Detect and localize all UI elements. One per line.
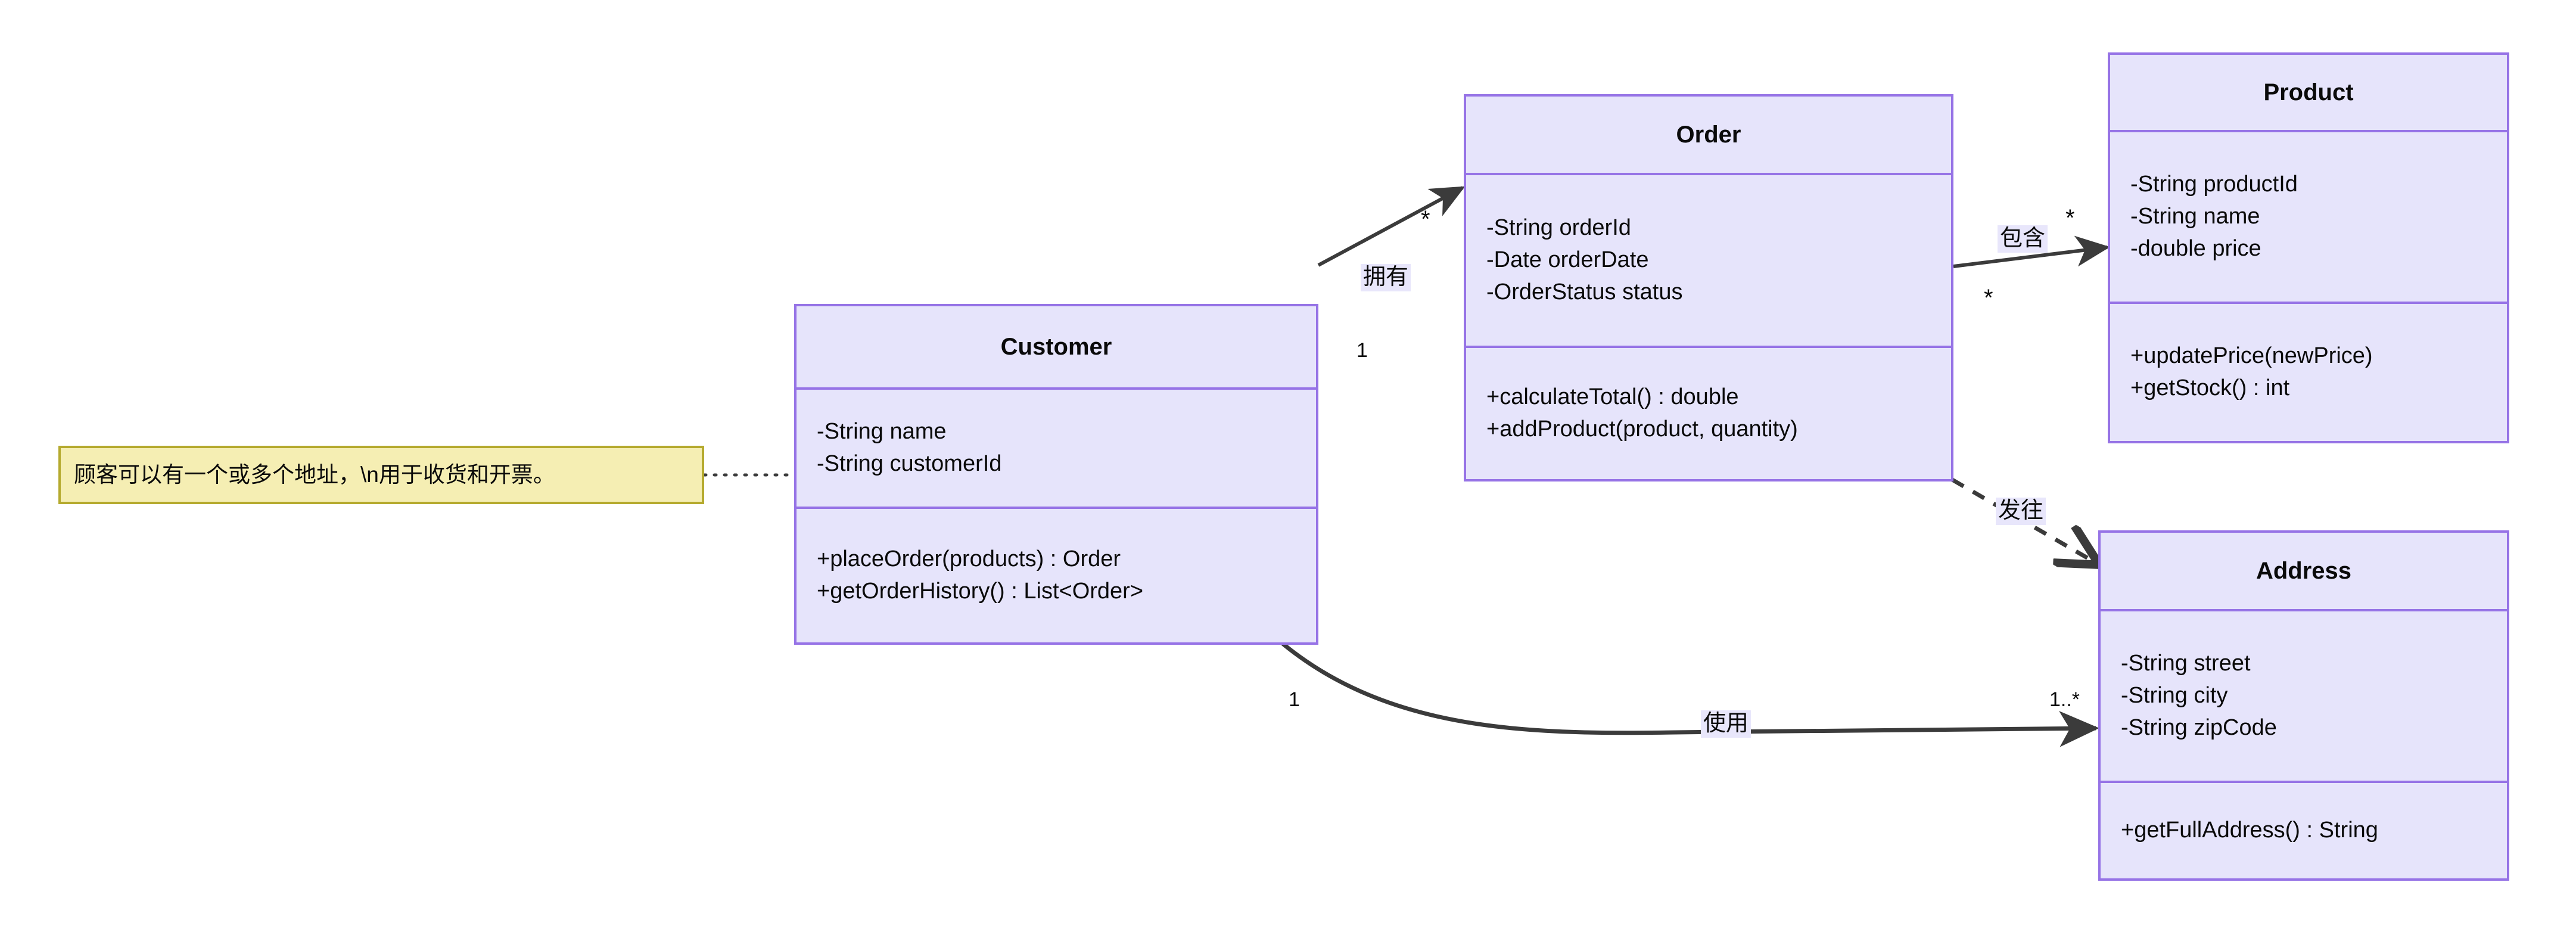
attribute: -String street (2121, 651, 2251, 676)
class-attributes-customer: -String name -String customerId (797, 390, 1316, 509)
attribute: -String productId (2130, 172, 2298, 197)
class-title-order: Order (1466, 97, 1951, 175)
attribute: -String name (2130, 204, 2260, 229)
attribute: -Date orderDate (1486, 247, 1649, 273)
note-customer-addresses[interactable]: 顾客可以有一个或多个地址，\n用于收货和开票。 (58, 446, 704, 504)
attribute: -String customerId (817, 451, 1002, 476)
note-text: 顾客可以有一个或多个地址，\n用于收货和开票。 (74, 462, 555, 487)
class-title-product: Product (2110, 55, 2507, 132)
multiplicity-customer-owns-order-target: * (1421, 206, 1430, 232)
method: +updatePrice(newPrice) (2130, 343, 2373, 369)
class-methods-product: +updatePrice(newPrice) +getStock() : int (2110, 304, 2507, 441)
edge-customer-uses-address (1281, 642, 2099, 747)
multiplicity-order-contains-product-source: * (1984, 285, 1993, 311)
class-title-customer: Customer (797, 306, 1316, 390)
multiplicity-customer-uses-address-target: 1..* (2049, 688, 2080, 711)
class-attributes-product: -String productId -String name -double p… (2110, 132, 2507, 304)
method: +getOrderHistory() : List<Order> (817, 579, 1144, 604)
class-box-customer[interactable]: Customer -String name -String customerId… (794, 304, 1318, 645)
method: +addProduct(product, quantity) (1486, 417, 1798, 442)
attribute: -String name (817, 419, 947, 445)
attribute: -String city (2121, 683, 2228, 709)
edge-order-contains-product (1953, 235, 2110, 268)
attribute: -String zipCode (2121, 714, 2277, 740)
class-methods-address: +getFullAddress() : String (2101, 783, 2507, 878)
multiplicity-order-contains-product-target: * (2065, 205, 2075, 231)
class-attributes-address: -String street -String city -String zipC… (2101, 611, 2507, 783)
multiplicity-customer-uses-address-source: 1 (1289, 688, 1300, 711)
edge-label-order-ships-to-address: 发往 (1996, 498, 2046, 525)
method: +getFullAddress() : String (2121, 818, 2378, 843)
method: +getStock() : int (2130, 375, 2290, 400)
class-box-order[interactable]: Order -String orderId -Date orderDate -O… (1464, 94, 1953, 481)
method: +placeOrder(products) : Order (817, 546, 1121, 572)
edge-label-customer-owns-order: 拥有 (1361, 264, 1411, 291)
class-box-product[interactable]: Product -String productId -String name -… (2108, 52, 2509, 443)
attribute: -OrderStatus status (1486, 279, 1683, 305)
class-title-address: Address (2101, 533, 2507, 611)
class-methods-customer: +placeOrder(products) : Order +getOrderH… (797, 509, 1316, 642)
class-methods-order: +calculateTotal() : double +addProduct(p… (1466, 348, 1951, 479)
class-box-address[interactable]: Address -String street -String city -Str… (2098, 530, 2509, 881)
edge-label-customer-uses-address: 使用 (1701, 710, 1751, 738)
method: +calculateTotal() : double (1486, 384, 1739, 410)
edge-label-order-contains-product: 包含 (1998, 225, 2048, 253)
multiplicity-customer-owns-order-source: 1 (1357, 339, 1368, 362)
edge-customer-owns-order (1317, 186, 1466, 267)
attribute: -double price (2130, 235, 2261, 261)
class-attributes-order: -String orderId -Date orderDate -OrderSt… (1466, 175, 1951, 348)
attribute: -String orderId (1486, 215, 1631, 241)
